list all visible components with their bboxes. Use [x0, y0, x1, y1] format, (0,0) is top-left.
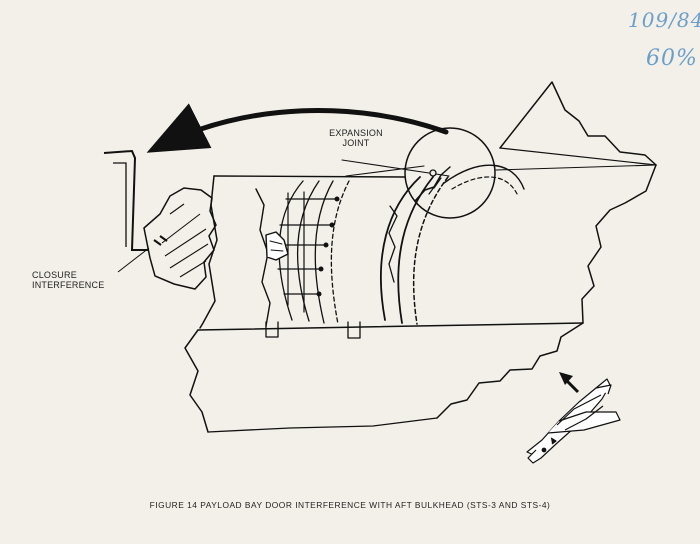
expansion-label-line-2: JOINT: [342, 138, 370, 148]
closure-label-line-2: INTERFERENCE: [32, 280, 105, 290]
figure-caption: FIGURE 14 PAYLOAD BAY DOOR INTERFERENCE …: [149, 500, 551, 510]
handwritten-note-bottom: 60%: [646, 46, 698, 71]
shuttle-icon: [526, 378, 621, 464]
handwritten-note-top: 109/84: [628, 8, 700, 32]
closure-interference-label: CLOSURE INTERFERENCE: [32, 270, 142, 290]
payload-bay-structure: [184, 81, 657, 433]
expansion-label-line-1: EXPANSION: [329, 128, 383, 138]
interference-arrow: [146, 103, 449, 153]
orientation-arrow: [559, 372, 580, 394]
closure-label-line-1: CLOSURE: [32, 270, 77, 280]
expansion-joint-label: EXPANSION JOINT: [320, 128, 392, 148]
closure-interference-detail: [103, 149, 217, 290]
